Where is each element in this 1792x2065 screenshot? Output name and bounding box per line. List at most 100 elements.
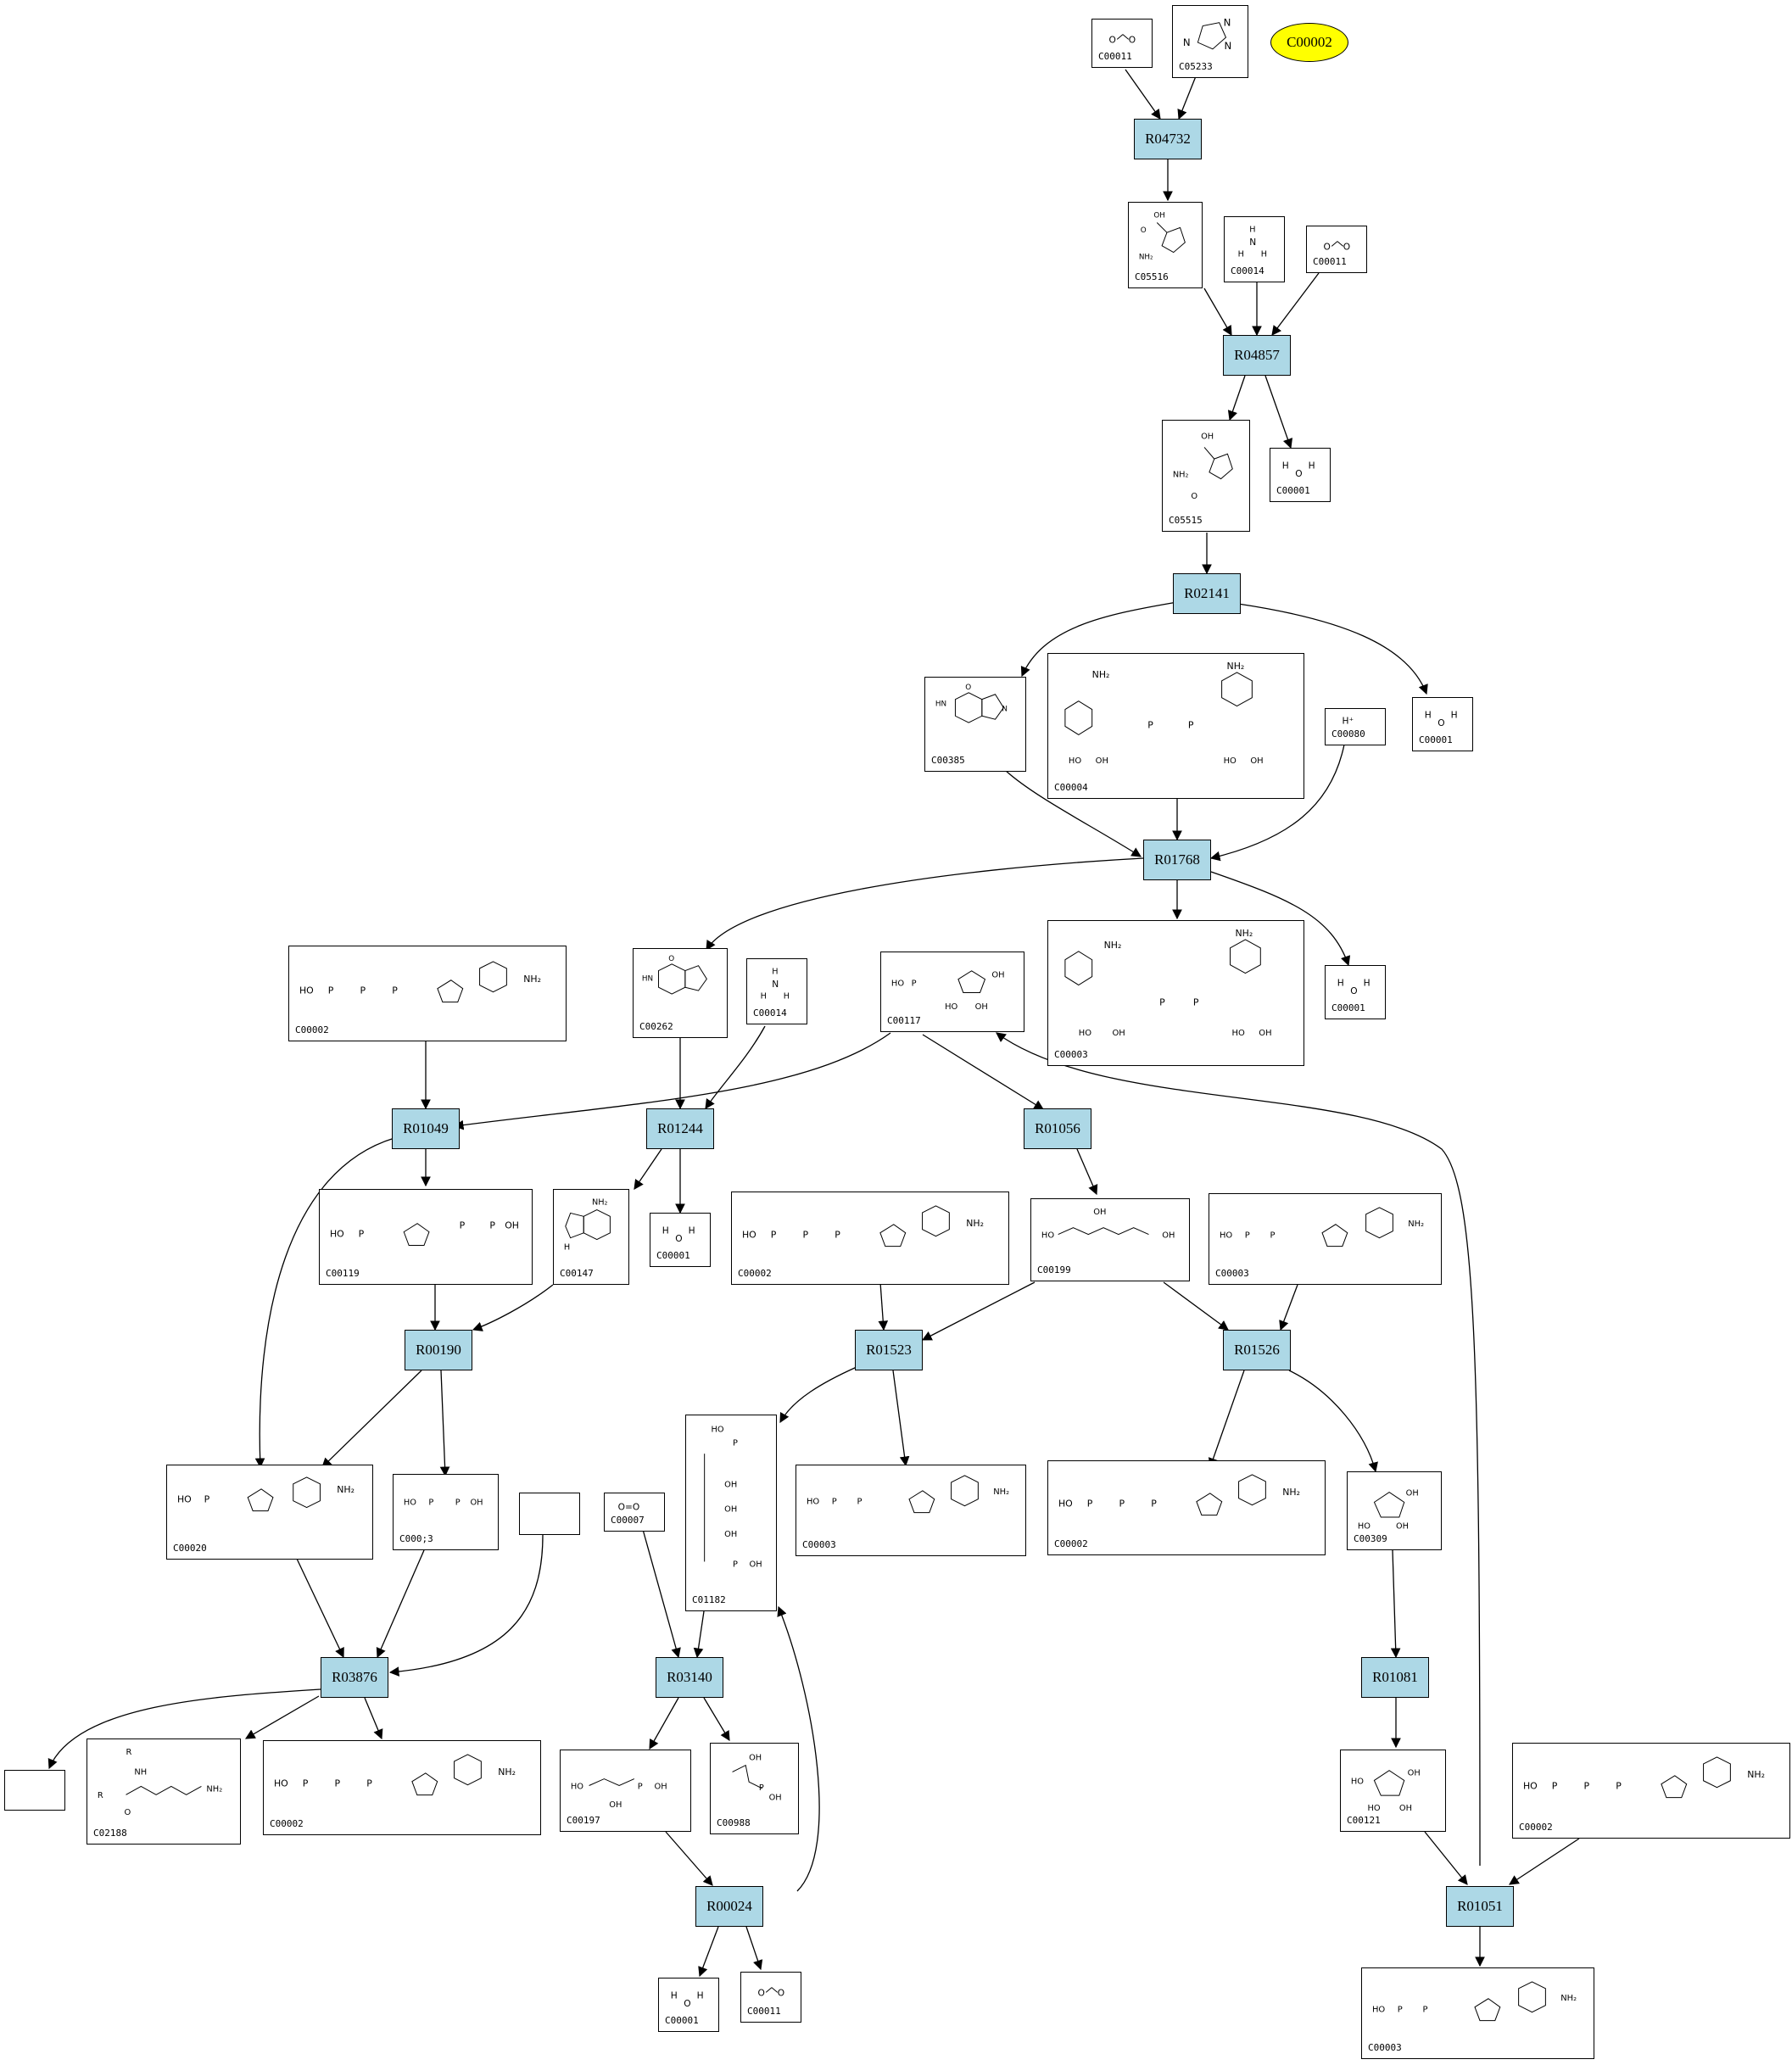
atom-label: H <box>1425 709 1432 720</box>
atom-label: O <box>675 1233 682 1244</box>
compound-id: C00309 <box>1354 1533 1387 1544</box>
edge <box>892 1370 910 1467</box>
atom-label: P <box>1147 719 1153 730</box>
reaction-R00190[interactable]: R00190 <box>405 1330 472 1370</box>
atom-label: P <box>857 1498 862 1507</box>
atom-label: O <box>684 1998 690 2009</box>
edge <box>388 1534 544 1677</box>
atom-label: O <box>1295 468 1302 479</box>
reaction-R04857[interactable]: R04857 <box>1223 335 1291 376</box>
start-compound-ellipse[interactable]: C00002 <box>1270 23 1348 62</box>
atom-label: P <box>328 985 334 996</box>
compound-box-c32[interactable] <box>4 1770 65 1811</box>
edge <box>665 1831 713 1886</box>
atom-label: H <box>697 1990 704 2001</box>
edge <box>1020 601 1178 678</box>
reaction-R01244[interactable]: R01244 <box>646 1108 714 1149</box>
reaction-R01768[interactable]: R01768 <box>1143 840 1211 880</box>
edge <box>922 1034 1044 1110</box>
atom-label: H <box>671 1990 678 2001</box>
compound-id: C01182 <box>692 1594 726 1605</box>
atom-label: OH <box>1093 1208 1106 1217</box>
compound-box-c10[interactable]: H⁺ C00080 <box>1325 708 1386 745</box>
reaction-R02141[interactable]: R02141 <box>1173 573 1241 614</box>
edge <box>1237 603 1428 695</box>
atom-label: NH₂ <box>206 1784 222 1794</box>
edge <box>745 1926 763 1971</box>
atom-label: H <box>1364 977 1371 988</box>
atom-label: OH <box>609 1800 622 1810</box>
atom-label: NH₂ <box>337 1484 354 1495</box>
reaction-R01049[interactable]: R01049 <box>392 1108 460 1149</box>
edge <box>706 857 1144 951</box>
reaction-R01051[interactable]: R01051 <box>1446 1886 1514 1927</box>
compound-id: C00001 <box>1419 734 1453 745</box>
reaction-R03140[interactable]: R03140 <box>656 1657 723 1698</box>
atom-label: P <box>204 1494 210 1505</box>
reaction-R04732[interactable]: R04732 <box>1134 119 1202 159</box>
atom-label: OH <box>724 1480 737 1489</box>
compound-box-c26[interactable] <box>519 1493 580 1535</box>
reaction-R03876[interactable]: R03876 <box>321 1657 388 1698</box>
reaction-R01523[interactable]: R01523 <box>855 1330 923 1370</box>
edge <box>777 1605 820 1892</box>
reaction-R01081[interactable]: R01081 <box>1361 1657 1429 1698</box>
molecule-structure: H⁺ <box>1343 716 1354 727</box>
atom-label: OH <box>505 1220 519 1231</box>
reaction-R01526[interactable]: R01526 <box>1223 1330 1291 1370</box>
atom-label: OH <box>724 1530 737 1539</box>
reaction-R00024[interactable]: R00024 <box>695 1886 763 1927</box>
reaction-R01056[interactable]: R01056 <box>1024 1108 1091 1149</box>
compound-box-c27[interactable]: O=O C00007 <box>604 1493 665 1532</box>
atom-label: H <box>1238 250 1244 260</box>
edge <box>296 1558 344 1659</box>
edge <box>1208 1370 1245 1469</box>
atom-label: HO <box>742 1230 756 1241</box>
atom-label: P <box>1151 1499 1157 1510</box>
atom-label: HO <box>1069 756 1081 766</box>
